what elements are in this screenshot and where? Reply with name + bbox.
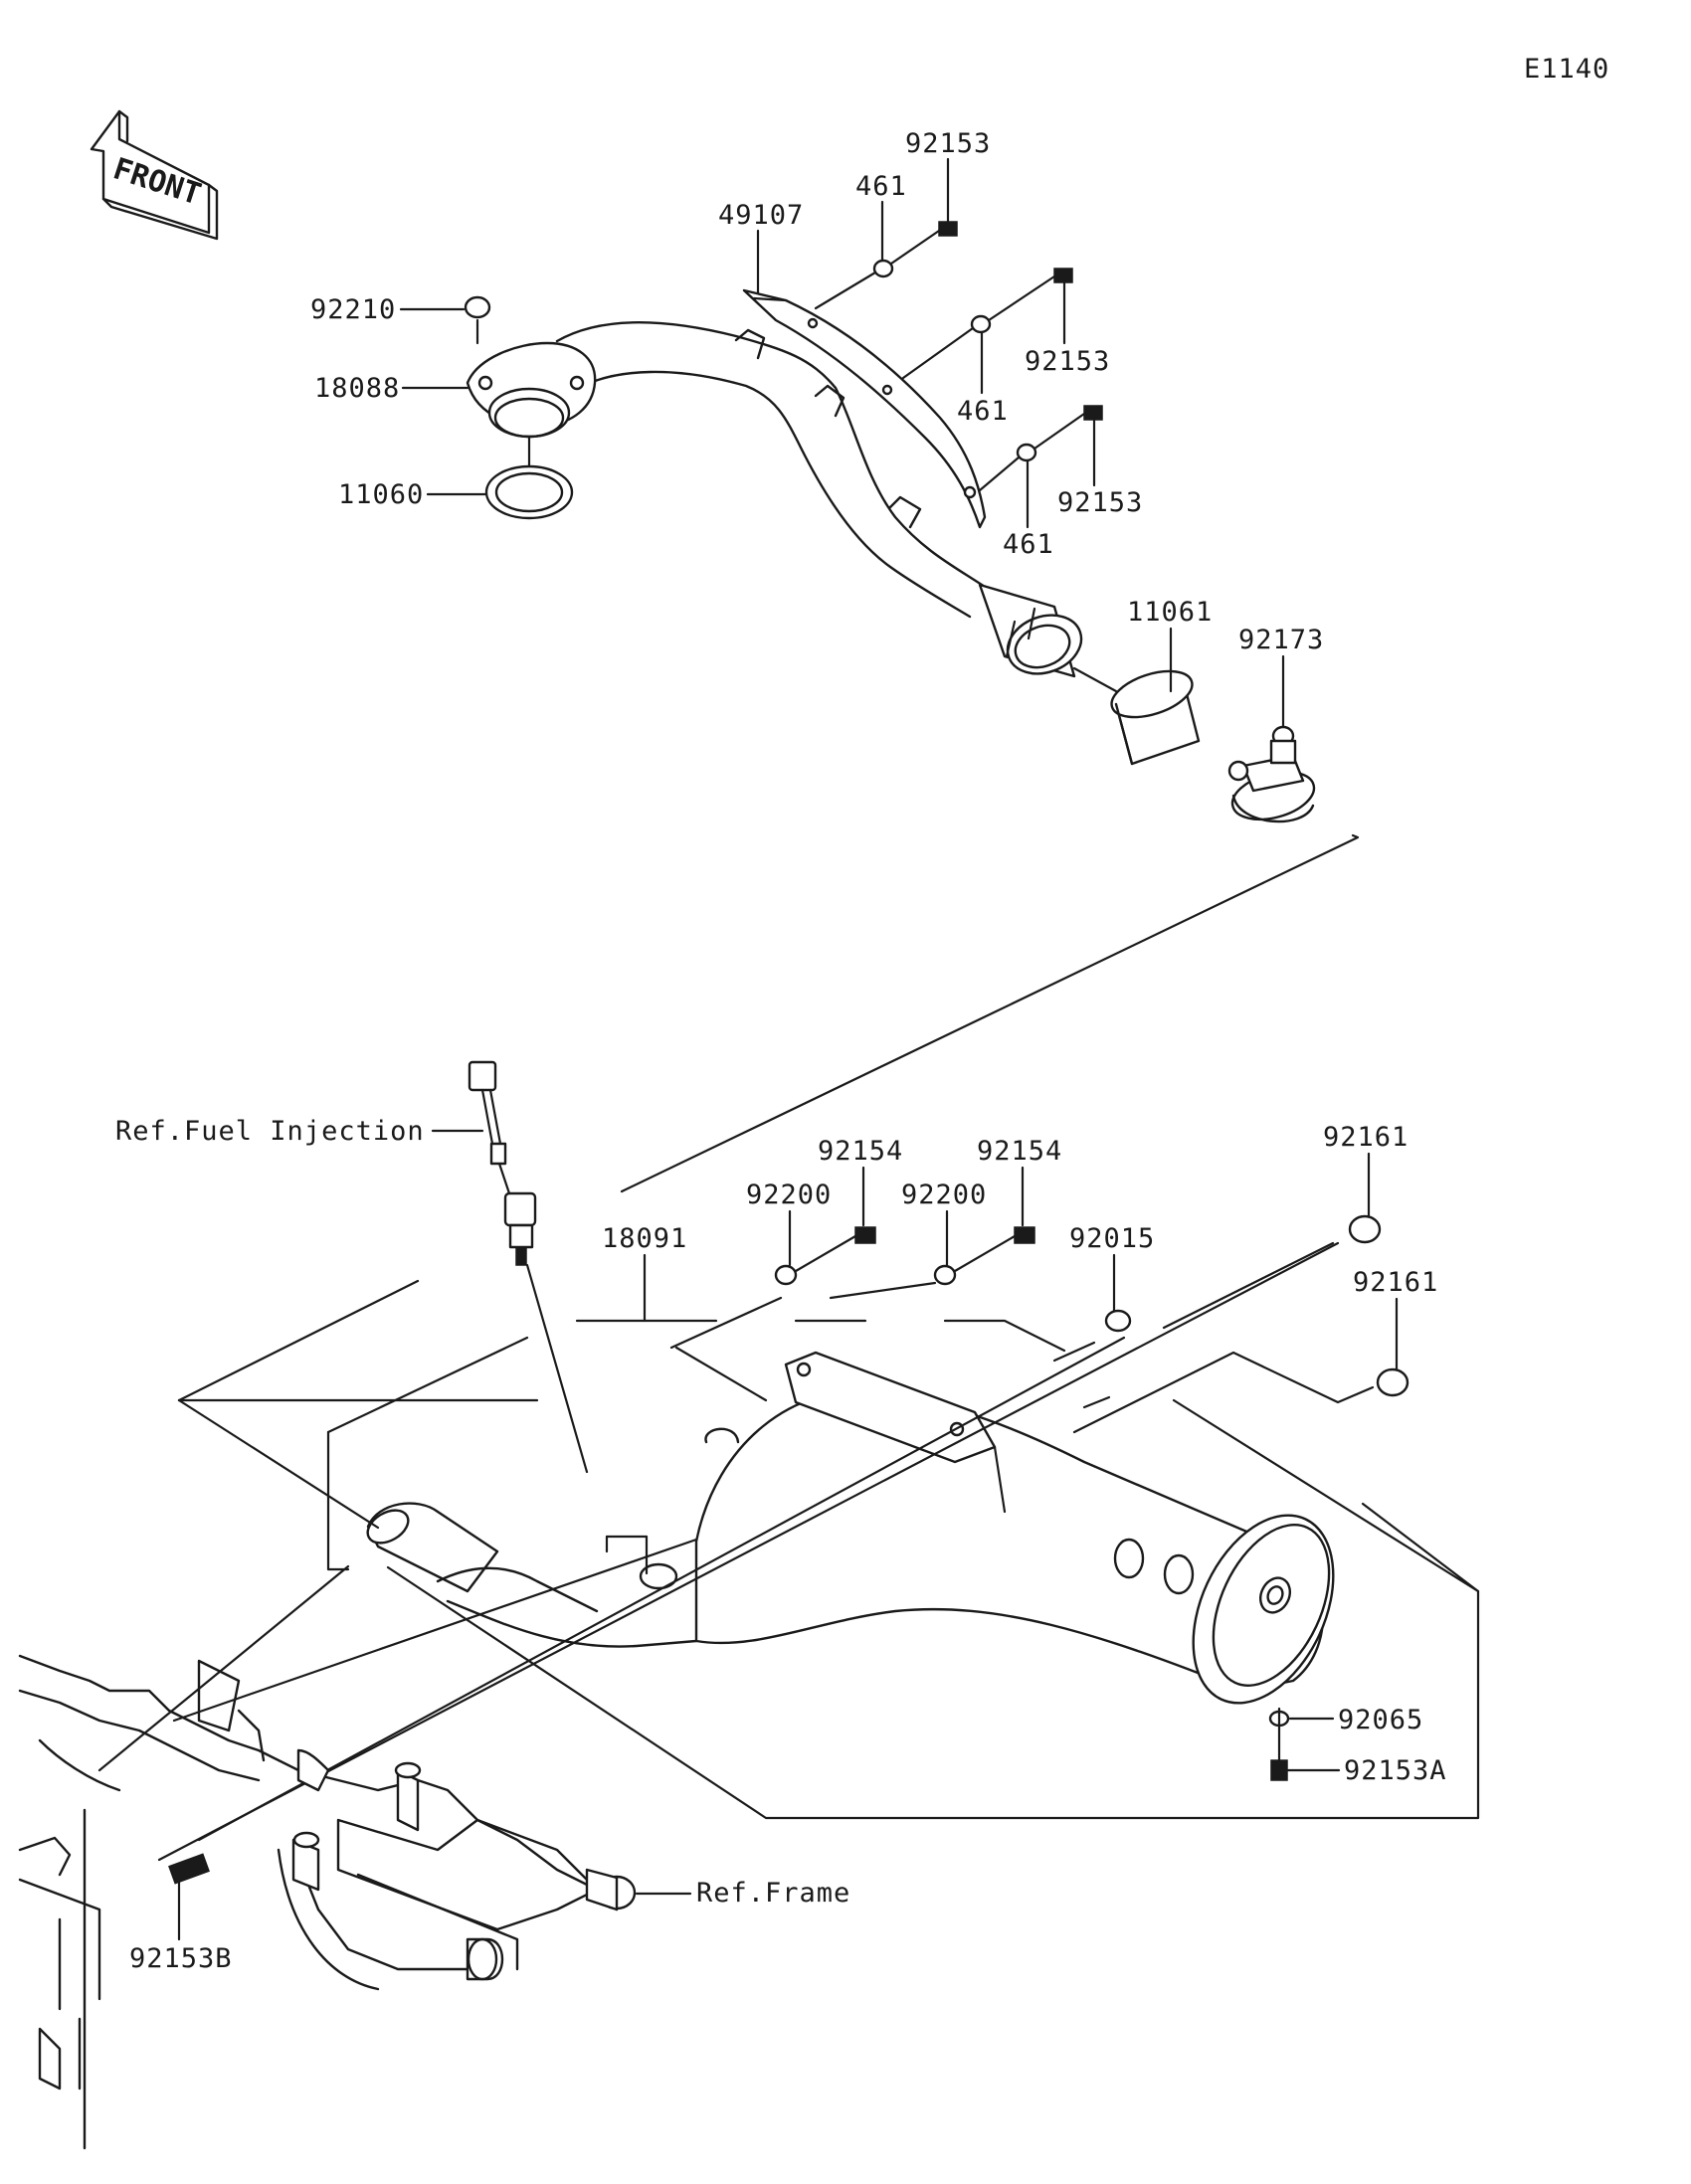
label-92200-b: 92200: [901, 1180, 987, 1210]
label-92015: 92015: [1069, 1223, 1155, 1254]
bolt-92153B-icon: [168, 1853, 210, 1885]
label-92154-b: 92154: [977, 1136, 1062, 1167]
muffler-fasteners: [168, 1214, 1409, 1885]
washer-92200-b-icon: [933, 1264, 957, 1286]
label-11061: 11061: [1127, 597, 1213, 628]
heat-guard: [734, 288, 987, 529]
bolt-92153-low-icon: [1083, 405, 1103, 421]
bolt-92153A-icon: [1270, 1759, 1288, 1781]
label-92200-a: 92200: [746, 1180, 832, 1210]
bolt-92153-mid-icon: [1053, 268, 1073, 283]
callouts: 92153 461 49107 92153 461 92153 461 9221…: [115, 128, 1447, 1974]
ref-fuel-injection: Ref.Fuel Injection: [115, 1116, 425, 1147]
label-92153-low: 92153: [1057, 487, 1143, 518]
ref-frame: Ref.Frame: [696, 1878, 850, 1909]
front-arrow-icon: FRONT: [90, 109, 219, 241]
washer-461-top-icon: [872, 259, 894, 278]
label-461-top: 461: [855, 171, 907, 202]
label-18088: 18088: [314, 373, 400, 404]
assembly-line: [620, 833, 1360, 1193]
label-92173: 92173: [1238, 625, 1324, 655]
grommet-92161-a-icon: [1348, 1214, 1382, 1244]
slip-joint-section: [978, 583, 1316, 823]
washer-461-mid-icon: [970, 314, 992, 334]
label-11060: 11060: [338, 479, 424, 510]
label-18091: 18091: [602, 1223, 687, 1254]
o2-sensor: [468, 1060, 589, 1474]
label-92065: 92065: [1338, 1705, 1423, 1735]
label-461-mid: 461: [957, 396, 1009, 427]
label-92210: 92210: [310, 294, 396, 325]
label-92153-mid: 92153: [1025, 346, 1110, 377]
label-461-low: 461: [1003, 529, 1054, 560]
frame-reference: [18, 1564, 637, 2150]
bolt-92154-b-icon: [1014, 1226, 1035, 1244]
label-92154-a: 92154: [818, 1136, 903, 1167]
label-49107: 49107: [718, 200, 804, 231]
bolt-92153-top-icon: [938, 221, 958, 237]
label-92161-b: 92161: [1353, 1267, 1438, 1298]
exhaust-header-pipe: [464, 295, 1007, 619]
nut-92015-icon: [1104, 1309, 1132, 1333]
label-92153-top: 92153: [905, 128, 991, 159]
muffler: [366, 1351, 1335, 1705]
bolt-92154-a-icon: [854, 1226, 876, 1244]
washer-461-low-icon: [1016, 443, 1037, 462]
muffler-guide-lines: [157, 1241, 1480, 1862]
header-fasteners: [814, 221, 1103, 492]
label-92153B: 92153B: [129, 1943, 233, 1974]
washer-92200-a-icon: [774, 1264, 798, 1286]
grommet-92161-b-icon: [1376, 1367, 1409, 1397]
label-92153A: 92153A: [1344, 1755, 1447, 1786]
label-92161-a: 92161: [1323, 1122, 1409, 1153]
diagram-code: E1140: [1524, 54, 1609, 85]
